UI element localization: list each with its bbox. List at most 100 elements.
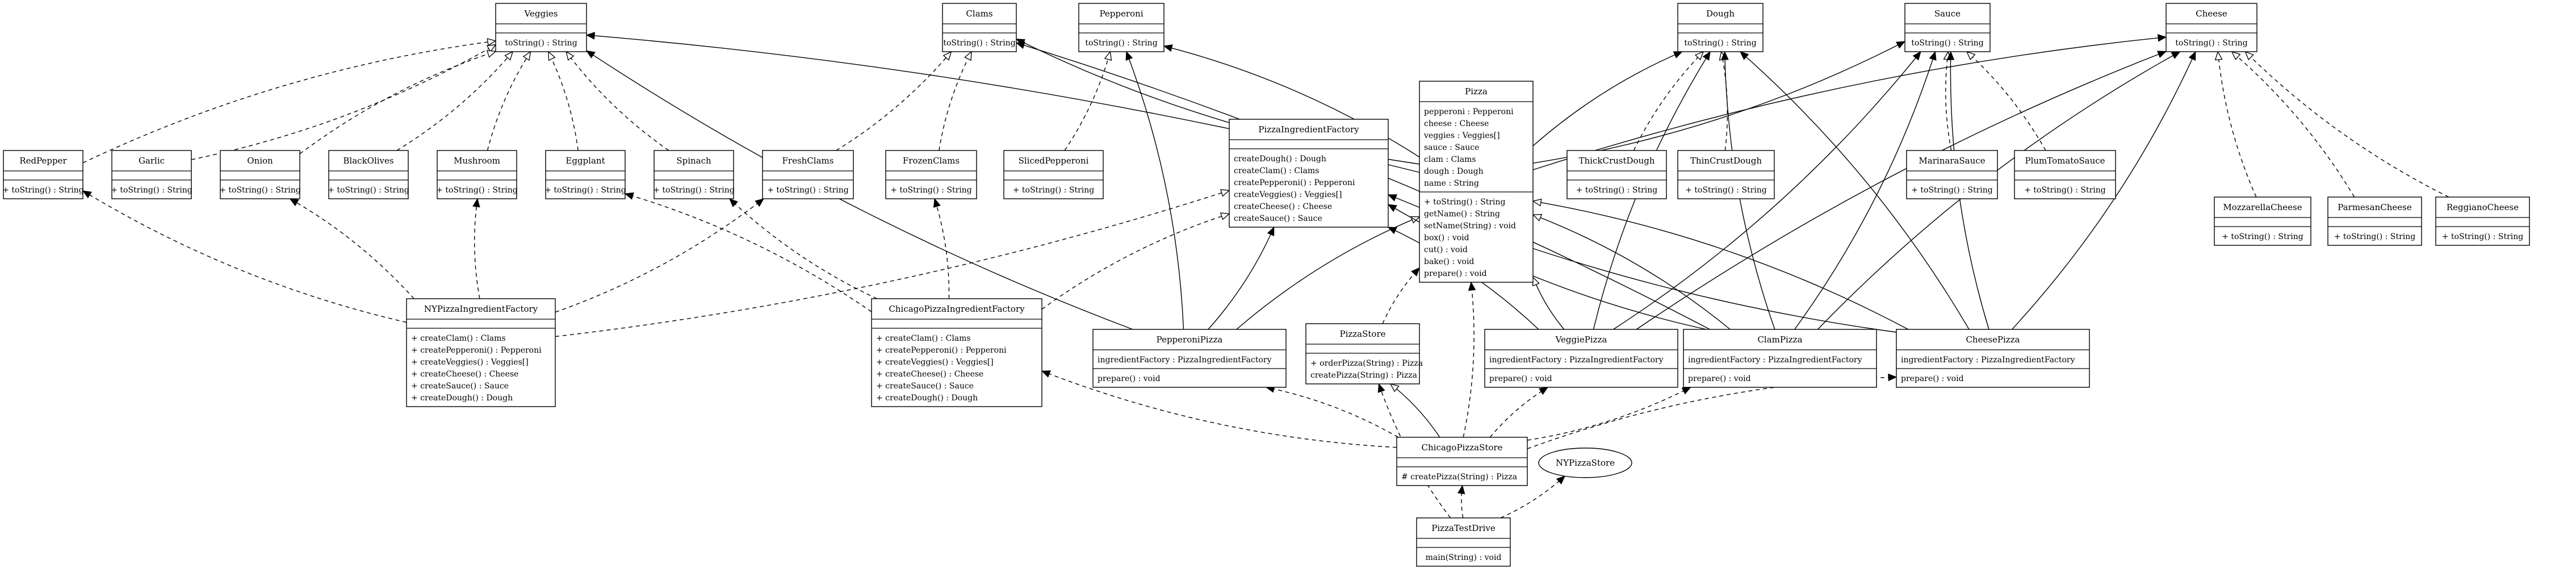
class-box: [1078, 3, 1165, 52]
class-name: PizzaIngredientFactory: [1258, 124, 1359, 135]
edge-association-pizza-to-dough: [1532, 51, 1682, 147]
class-method: prepare() : void: [1901, 374, 1964, 383]
class-name: Eggplant: [566, 156, 605, 166]
edge-association-veggie-pizza-to-cheese: [1636, 52, 2166, 330]
class-method: + createVeggies() : Veggies[]: [411, 358, 529, 367]
class-method: + createVeggies() : Veggies[]: [876, 358, 994, 367]
edge-association-pepperoni-pizza-to-pepperoni: [1126, 52, 1184, 330]
class-frozen-clams: FrozenClams + toString() : String: [885, 150, 977, 199]
class-method: + toString() : String: [1576, 186, 1658, 195]
class-thick-crust-dough: ThickCrustDough + toString() : String: [1566, 150, 1667, 199]
class-name: ChicagoPizzaStore: [1422, 442, 1503, 453]
class-name: ChicagoPizzaIngredientFactory: [889, 304, 1025, 314]
edge-realization-black-olives-to-veggies: [396, 52, 513, 151]
class-ny-pizza-ingredient-factory: NYPizzaIngredientFactory+ createClam() :…: [406, 298, 556, 407]
edge-dependency-chicago-pizza-ingredient-factory-to-spinach: [730, 199, 877, 299]
edge-realization-spinach-to-veggies: [566, 52, 669, 151]
node-ny-pizza-store: NYPizzaStore: [1538, 447, 1632, 478]
class-field: sauce : Sauce: [1424, 143, 1479, 152]
class-box: [1416, 517, 1511, 567]
class-name: ReggianoCheese: [2447, 202, 2519, 212]
edge-dependency-ny-pizza-ingredient-factory-to-onion: [290, 199, 414, 299]
class-method: createSauce() : Sauce: [1234, 214, 1322, 223]
class-name: CheesePizza: [1966, 334, 2020, 345]
edge-association-clam-pizza-to-cheese: [1817, 52, 2180, 330]
class-field: name : String: [1424, 179, 1479, 188]
class-name: MarinaraSauce: [1919, 156, 1985, 166]
class-chicago-pizza-store: ChicagoPizzaStore # createPizza(String) :…: [1396, 437, 1528, 486]
class-name: ThickCrustDough: [1579, 156, 1655, 166]
class-method: toString() : String: [2175, 39, 2247, 48]
node-ellipse: [1538, 447, 1632, 478]
edge-dependency-chicago-pizza-ingredient-factory-to-frozen-clams: [935, 199, 950, 299]
class-method: createPizza(String) : Pizza: [1310, 371, 1417, 380]
class-box: [762, 150, 854, 199]
class-method: + toString() : String: [328, 186, 409, 195]
class-name: Garlic: [139, 156, 165, 166]
class-name: BlackOlives: [343, 156, 393, 166]
class-mozzarella-cheese: MozzarellaCheese+ toString() : String: [2214, 196, 2311, 246]
class-parmesan-cheese: ParmesanCheese+ toString() : String: [2327, 196, 2422, 246]
class-method: createPepperoni() : Pepperoni: [1234, 178, 1355, 187]
class-method: + toString() : String: [1685, 186, 1767, 195]
class-fresh-clams: FreshClams+ toString() : String: [762, 150, 854, 199]
class-box: [495, 3, 587, 52]
class-name: ParmesanCheese: [2338, 202, 2412, 212]
edge-dependency-chicago-pizza-store-to-veggie-pizza: [1489, 387, 1548, 438]
relations-layer: [83, 35, 2449, 518]
class-name: FrozenClams: [903, 156, 960, 166]
edge-dependency-chicago-pizza-store-to-cheese-pizza: [1527, 377, 1896, 449]
class-method: cut() : void: [1424, 245, 1468, 254]
class-pizza-store: PizzaStore+ orderPizza(String) : Pizzacr…: [1305, 323, 1423, 384]
edge-association-pizza-to-cheese: [1532, 37, 2166, 170]
class-method: # createPizza(String) : Pizza: [1401, 472, 1517, 482]
class-method: + toString() : String: [2442, 232, 2524, 241]
class-name: Pepperoni: [1099, 9, 1143, 19]
edge-realization-fresh-clams-to-clams: [836, 52, 952, 151]
edge-association-clam-pizza-to-sauce: [1794, 52, 1936, 330]
class-method: + createDough() : Dough: [411, 394, 513, 403]
class-box: [328, 150, 409, 199]
class-method: + toString() : String: [1424, 198, 1506, 207]
class-box: [2014, 150, 2116, 199]
class-box: [545, 150, 626, 199]
class-box: [1683, 329, 1877, 388]
edge-realization-parmesan-cheese-to-cheese: [2232, 52, 2355, 198]
class-box: [406, 298, 556, 407]
class-method: + toString() : String: [544, 186, 626, 195]
class-method: + createSauce() : Sauce: [411, 382, 509, 391]
class-name: Veggies: [524, 9, 558, 19]
class-box: [437, 150, 517, 199]
class-method: + toString() : String: [890, 186, 972, 195]
class-method: bake() : void: [1424, 257, 1474, 266]
node-name: NYPizzaStore: [1556, 458, 1615, 468]
class-plum-tomato-sauce: PlumTomatoSauce+ toString() : String: [2014, 150, 2116, 199]
class-method: getName() : String: [1424, 210, 1500, 219]
class-name: Sauce: [1934, 9, 1961, 19]
class-name: Cheese: [2196, 9, 2227, 19]
class-mushroom: Mushroom+ toString() : String: [436, 150, 518, 199]
class-method: + toString() : String: [2222, 232, 2303, 241]
class-spinach: Spinach+ toString() : String: [653, 150, 735, 199]
edge-realization-garlic-to-veggies: [191, 45, 496, 160]
class-method: setName(String) : void: [1424, 221, 1516, 231]
class-box: [1904, 3, 1991, 52]
edge-generalization-cheese-pizza-to-pizza: [1533, 201, 1909, 330]
class-box: [1566, 150, 1667, 199]
edge-generalization-pepperoni-pizza-to-pizza: [1236, 217, 1419, 330]
class-garlic: Garlic+ toString() : String: [111, 150, 192, 199]
class-field: ingredientFactory : PizzaIngredientFacto…: [1098, 355, 1272, 365]
edge-association-pepperoni-pizza-to-veggies: [587, 51, 1133, 330]
edge-dependency-chicago-pizza-ingredient-factory-to-eggplant: [625, 194, 872, 312]
class-box: [1305, 323, 1420, 384]
edge-generalization-veggie-pizza-to-pizza: [1533, 277, 1565, 330]
edge-dependency-ny-pizza-ingredient-factory-to-red-pepper: [83, 191, 407, 323]
class-box: [885, 150, 977, 199]
class-method: + toString() : String: [653, 186, 735, 195]
class-name: ClamPizza: [1757, 334, 1802, 345]
